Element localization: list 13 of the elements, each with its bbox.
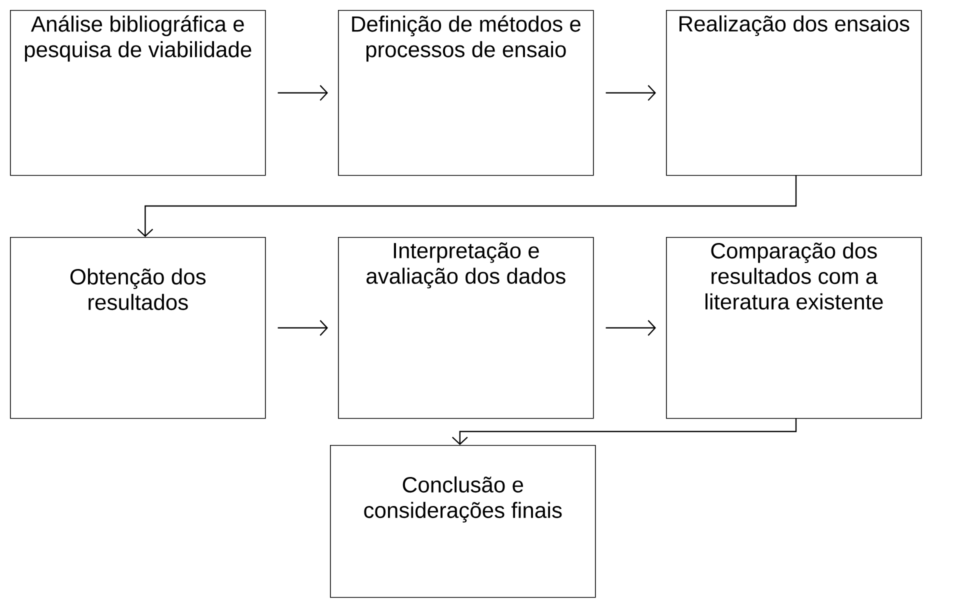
- arrow: [278, 320, 328, 336]
- process-box: Comparação dos resultados com a literatura existente: [666, 237, 922, 419]
- process-box: Definição de métodos e processos de ensaio: [338, 10, 594, 176]
- arrow: [452, 418, 797, 445]
- arrow: [606, 85, 656, 101]
- process-box: Análise bibliográfica e pesquisa de viabilidade: [10, 10, 266, 176]
- process-box: Conclusão e considerações finais: [330, 445, 596, 598]
- arrow: [137, 175, 797, 237]
- process-box: Obtenção dos resultados: [10, 237, 266, 419]
- arrow: [606, 320, 656, 336]
- process-box: Realização dos ensaios: [666, 10, 922, 176]
- process-box: Interpretação e avaliação dos dados: [338, 237, 594, 419]
- arrow: [278, 85, 328, 101]
